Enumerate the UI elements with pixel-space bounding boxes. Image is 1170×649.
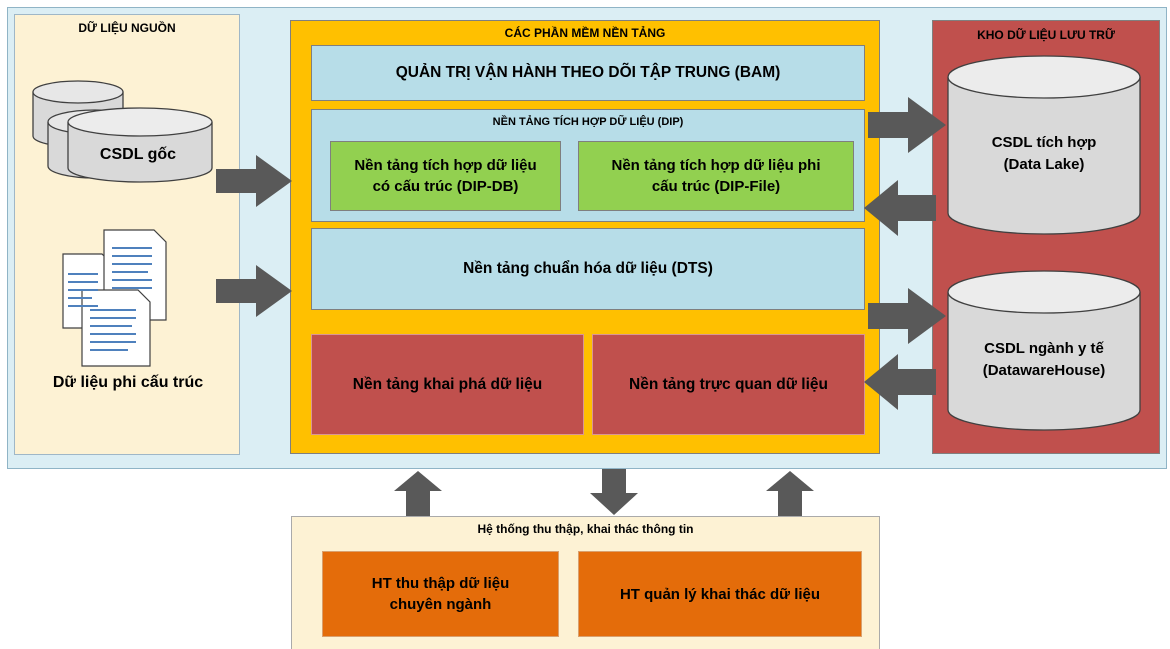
platform-software-title: CÁC PHẦN MỀM NỀN TẢNG [504, 26, 666, 40]
arrow-platform-to-warehouse [868, 288, 946, 344]
dip-file-line2: cấu trúc (DIP-File) [651, 178, 781, 195]
arrow-data-lake-to-platform [864, 180, 936, 236]
arrow-source-docs-to-platform [216, 265, 292, 317]
arrow-source-db-to-platform [216, 155, 292, 207]
data-warehouse-label: CSDL ngành y tế (DatawareHouse) [948, 338, 1140, 382]
data-lake-cylinder [947, 55, 1141, 235]
arrow-platform-to-collection [590, 469, 638, 515]
data-warehouse-line1: CSDL ngành y tế [984, 340, 1104, 357]
bam-box: QUẢN TRỊ VẬN HÀNH THEO DÕI TẬP TRUNG (BA… [311, 45, 865, 101]
source-database-label: CSDL gốc [99, 146, 177, 163]
data-mining-box: Nền tảng khai phá dữ liệu [311, 334, 584, 435]
data-mining-label: Nền tảng khai phá dữ liệu [352, 375, 543, 393]
documents-icon [62, 229, 167, 367]
arrow-collection-to-platform-right [766, 471, 814, 517]
collection-systems-title: Hệ thống thu thập, khai thác thông tin [477, 522, 694, 536]
data-lake-line2: (Data Lake) [1003, 155, 1085, 173]
data-visualization-label: Nền tảng trực quan dữ liệu [629, 375, 828, 393]
data-visualization-box: Nền tảng trực quan dữ liệu [592, 334, 865, 435]
dip-db-line1: Nền tảng tích hợp dữ liệu [354, 157, 537, 174]
data-warehouse-cylinder [947, 270, 1141, 431]
ht-data-management-label: HT quản lý khai thác dữ liệu [619, 585, 821, 603]
dip-db-line2: có cấu trúc (DIP-DB) [372, 178, 519, 195]
arrow-warehouse-to-platform [864, 354, 936, 410]
dip-file-line1: Nền tảng tích hợp dữ liệu phi [611, 157, 821, 174]
dts-box: Nền tảng chuẩn hóa dữ liệu (DTS) [311, 228, 865, 310]
bam-label: QUẢN TRỊ VẬN HÀNH THEO DÕI TẬP TRUNG (BA… [395, 64, 781, 81]
unstructured-data-label: Dữ liệu phi cấu trúc [52, 374, 204, 391]
dip-db-box: Nền tảng tích hợp dữ liệu có cấu trúc (D… [330, 141, 561, 211]
source-data-title: DỮ LIỆU NGUỒN [78, 21, 176, 35]
ht-data-management-box: HT quản lý khai thác dữ liệu [578, 551, 862, 637]
arrow-platform-to-data-lake [868, 97, 946, 153]
data-warehouse-line2: (DatawareHouse) [982, 361, 1106, 379]
data-storage-title: KHO DỮ LIỆU LƯU TRỮ [977, 28, 1115, 42]
data-lake-label: CSDL tích hợp (Data Lake) [948, 132, 1140, 176]
ht-data-collection-box: HT thu thập dữ liệu chuyên ngành [322, 551, 559, 637]
arrow-collection-to-platform-left [394, 471, 442, 517]
dip-title: NỀN TẢNG TÍCH HỢP DỮ LIỆU (DIP) [492, 116, 684, 128]
dts-label: Nền tảng chuẩn hóa dữ liệu (DTS) [463, 260, 713, 277]
data-lake-line1: CSDL tích hợp [991, 134, 1097, 151]
ht-data-collection-line1: HT thu thập dữ liệu [371, 575, 510, 592]
ht-data-collection-line2: chuyên ngành [389, 596, 492, 613]
dip-file-box: Nền tảng tích hợp dữ liệu phi cấu trúc (… [578, 141, 854, 211]
source-database-icon [32, 80, 213, 183]
